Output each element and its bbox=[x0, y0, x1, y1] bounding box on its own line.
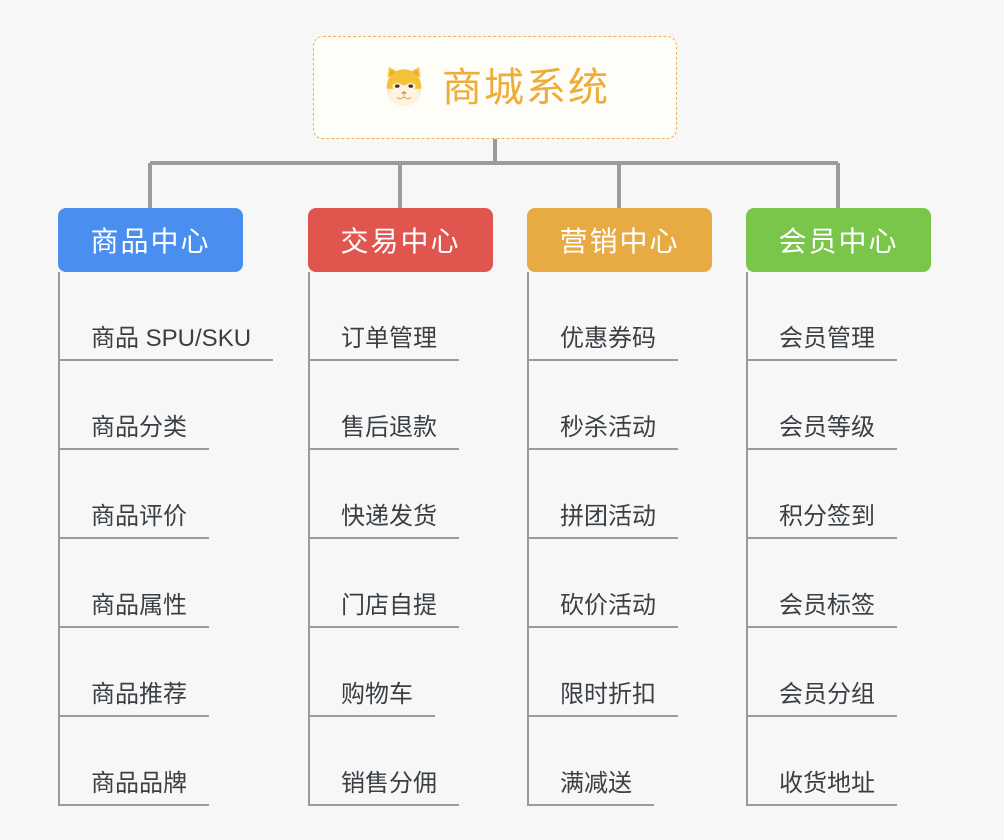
leaf-underline bbox=[527, 626, 678, 628]
leaf-item[interactable]: 销售分佣 bbox=[308, 717, 493, 806]
leaf-underline bbox=[58, 715, 209, 717]
leaf-item[interactable]: 秒杀活动 bbox=[527, 361, 712, 450]
leaf-label: 商品品牌 bbox=[91, 770, 187, 797]
leaf-underline bbox=[527, 804, 654, 806]
leaf-list: 会员管理 会员等级 积分签到 会员标签 会员分组 收货地址 bbox=[746, 272, 931, 806]
leaf-label: 门店自提 bbox=[341, 592, 437, 619]
leaf-underline bbox=[58, 448, 209, 450]
leaf-underline bbox=[527, 359, 678, 361]
leaf-label: 砍价活动 bbox=[560, 592, 656, 619]
leaf-underline bbox=[746, 804, 897, 806]
leaf-underline bbox=[308, 537, 459, 539]
branch-spine bbox=[527, 272, 529, 806]
leaf-label: 优惠券码 bbox=[560, 325, 656, 352]
leaf-list: 订单管理 售后退款 快递发货 门店自提 购物车 销售分佣 bbox=[308, 272, 493, 806]
branch-column: 会员中心 会员管理 会员等级 积分签到 会员标签 会员分组 bbox=[746, 208, 931, 806]
leaf-item[interactable]: 满减送 bbox=[527, 717, 712, 806]
root-node[interactable]: 商城系统 bbox=[313, 36, 677, 139]
leaf-underline bbox=[308, 804, 459, 806]
leaf-label: 限时折扣 bbox=[560, 681, 656, 708]
leaf-list: 商品 SPU/SKU 商品分类 商品评价 商品属性 商品推荐 商品品牌 bbox=[58, 272, 273, 806]
leaf-item[interactable]: 拼团活动 bbox=[527, 450, 712, 539]
leaf-label: 购物车 bbox=[341, 681, 413, 708]
leaf-item[interactable]: 会员等级 bbox=[746, 361, 931, 450]
leaf-underline bbox=[527, 715, 678, 717]
branch-column: 商品中心 商品 SPU/SKU 商品分类 商品评价 商品属性 商品推荐 bbox=[58, 208, 273, 806]
leaf-item[interactable]: 限时折扣 bbox=[527, 628, 712, 717]
leaf-label: 会员标签 bbox=[779, 592, 875, 619]
branch-header[interactable]: 营销中心 bbox=[527, 208, 712, 272]
leaf-item[interactable]: 会员管理 bbox=[746, 272, 931, 361]
leaf-item[interactable]: 购物车 bbox=[308, 628, 493, 717]
branch-header[interactable]: 交易中心 bbox=[308, 208, 493, 272]
branch-spine bbox=[308, 272, 310, 806]
leaf-item[interactable]: 商品推荐 bbox=[58, 628, 243, 717]
leaf-underline bbox=[58, 537, 209, 539]
leaf-underline bbox=[746, 715, 897, 717]
leaf-label: 拼团活动 bbox=[560, 503, 656, 530]
leaf-item[interactable]: 商品评价 bbox=[58, 450, 243, 539]
leaf-underline bbox=[58, 359, 273, 361]
leaf-underline bbox=[308, 359, 459, 361]
leaf-label: 会员管理 bbox=[779, 325, 875, 352]
leaf-label: 商品分类 bbox=[91, 414, 187, 441]
leaf-label: 售后退款 bbox=[341, 414, 437, 441]
leaf-underline bbox=[308, 626, 459, 628]
leaf-label: 订单管理 bbox=[341, 325, 437, 352]
leaf-item[interactable]: 收货地址 bbox=[746, 717, 931, 806]
leaf-label: 满减送 bbox=[560, 770, 632, 797]
leaf-underline bbox=[527, 448, 678, 450]
leaf-item[interactable]: 优惠券码 bbox=[527, 272, 712, 361]
leaf-item[interactable]: 会员标签 bbox=[746, 539, 931, 628]
leaf-underline bbox=[746, 448, 897, 450]
branch-header[interactable]: 商品中心 bbox=[58, 208, 243, 272]
leaf-list: 优惠券码 秒杀活动 拼团活动 砍价活动 限时折扣 满减送 bbox=[527, 272, 712, 806]
branch-spine bbox=[58, 272, 60, 806]
leaf-item[interactable]: 订单管理 bbox=[308, 272, 493, 361]
leaf-label: 会员分组 bbox=[779, 681, 875, 708]
leaf-label: 商品 SPU/SKU bbox=[91, 325, 252, 352]
leaf-label: 商品推荐 bbox=[91, 681, 187, 708]
leaf-item[interactable]: 砍价活动 bbox=[527, 539, 712, 628]
leaf-label: 积分签到 bbox=[779, 503, 875, 530]
leaf-item[interactable]: 商品分类 bbox=[58, 361, 243, 450]
leaf-label: 收货地址 bbox=[779, 770, 875, 797]
shiba-dog-emoji bbox=[386, 66, 422, 106]
leaf-underline bbox=[746, 359, 897, 361]
leaf-item[interactable]: 会员分组 bbox=[746, 628, 931, 717]
leaf-underline bbox=[58, 626, 209, 628]
leaf-underline bbox=[746, 626, 897, 628]
branch-column: 营销中心 优惠券码 秒杀活动 拼团活动 砍价活动 限时折扣 bbox=[527, 208, 712, 806]
leaf-label: 销售分佣 bbox=[341, 770, 437, 797]
leaf-item[interactable]: 快递发货 bbox=[308, 450, 493, 539]
leaf-item[interactable]: 售后退款 bbox=[308, 361, 493, 450]
leaf-label: 秒杀活动 bbox=[560, 414, 656, 441]
root-title: 商城系统 bbox=[442, 65, 610, 110]
leaf-item[interactable]: 积分签到 bbox=[746, 450, 931, 539]
leaf-underline bbox=[527, 537, 678, 539]
branch-column: 交易中心 订单管理 售后退款 快递发货 门店自提 购物车 bbox=[308, 208, 493, 806]
leaf-label: 快递发货 bbox=[341, 503, 437, 530]
leaf-underline bbox=[58, 804, 209, 806]
leaf-label: 会员等级 bbox=[779, 414, 875, 441]
leaf-item[interactable]: 门店自提 bbox=[308, 539, 493, 628]
leaf-item[interactable]: 商品品牌 bbox=[58, 717, 243, 806]
leaf-underline bbox=[308, 715, 435, 717]
leaf-label: 商品属性 bbox=[91, 592, 187, 619]
leaf-underline bbox=[746, 537, 897, 539]
branch-spine bbox=[746, 272, 748, 806]
leaf-item[interactable]: 商品 SPU/SKU bbox=[58, 272, 273, 361]
leaf-label: 商品评价 bbox=[91, 503, 187, 530]
leaf-item[interactable]: 商品属性 bbox=[58, 539, 243, 628]
leaf-underline bbox=[308, 448, 459, 450]
branch-header[interactable]: 会员中心 bbox=[746, 208, 931, 272]
